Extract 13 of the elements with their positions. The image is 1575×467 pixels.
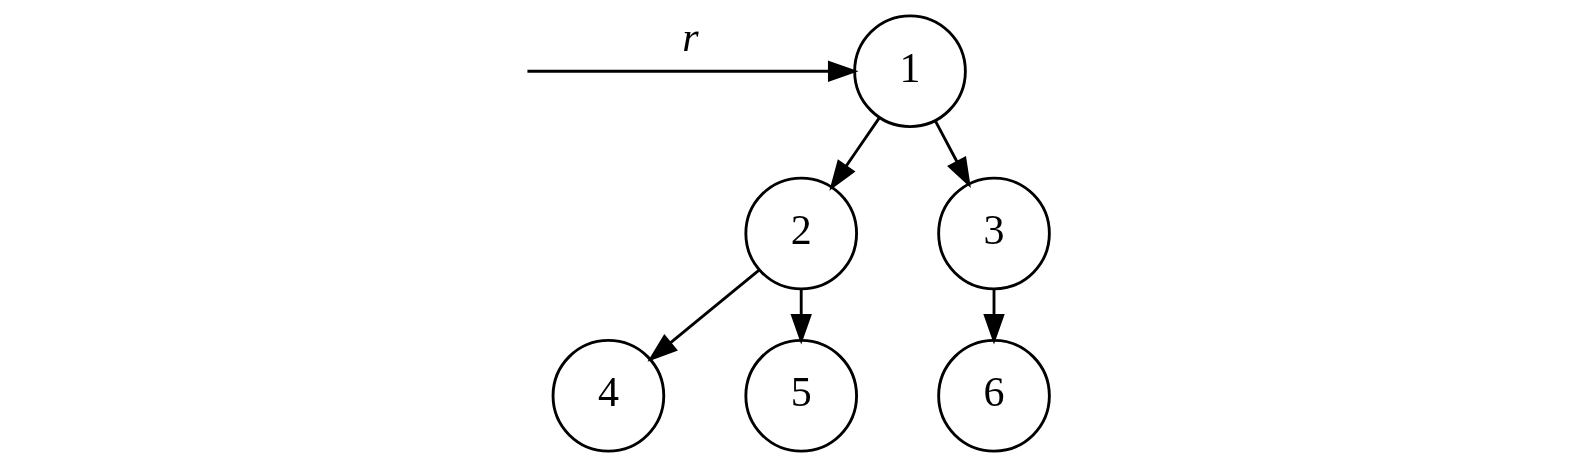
arrow [647, 268, 761, 362]
node-circle: 4 [551, 338, 666, 453]
arrow [527, 60, 859, 82]
arrow [790, 289, 812, 345]
arrow [829, 117, 881, 191]
node-circle: 1 [853, 14, 967, 129]
node-circle: 5 [744, 338, 858, 453]
arrow [983, 289, 1005, 345]
edge-label: r [682, 14, 699, 61]
node-circle: 2 [744, 176, 858, 291]
node-circle: 6 [937, 338, 1051, 453]
arrow [933, 120, 971, 188]
node-circle: 3 [937, 176, 1051, 291]
